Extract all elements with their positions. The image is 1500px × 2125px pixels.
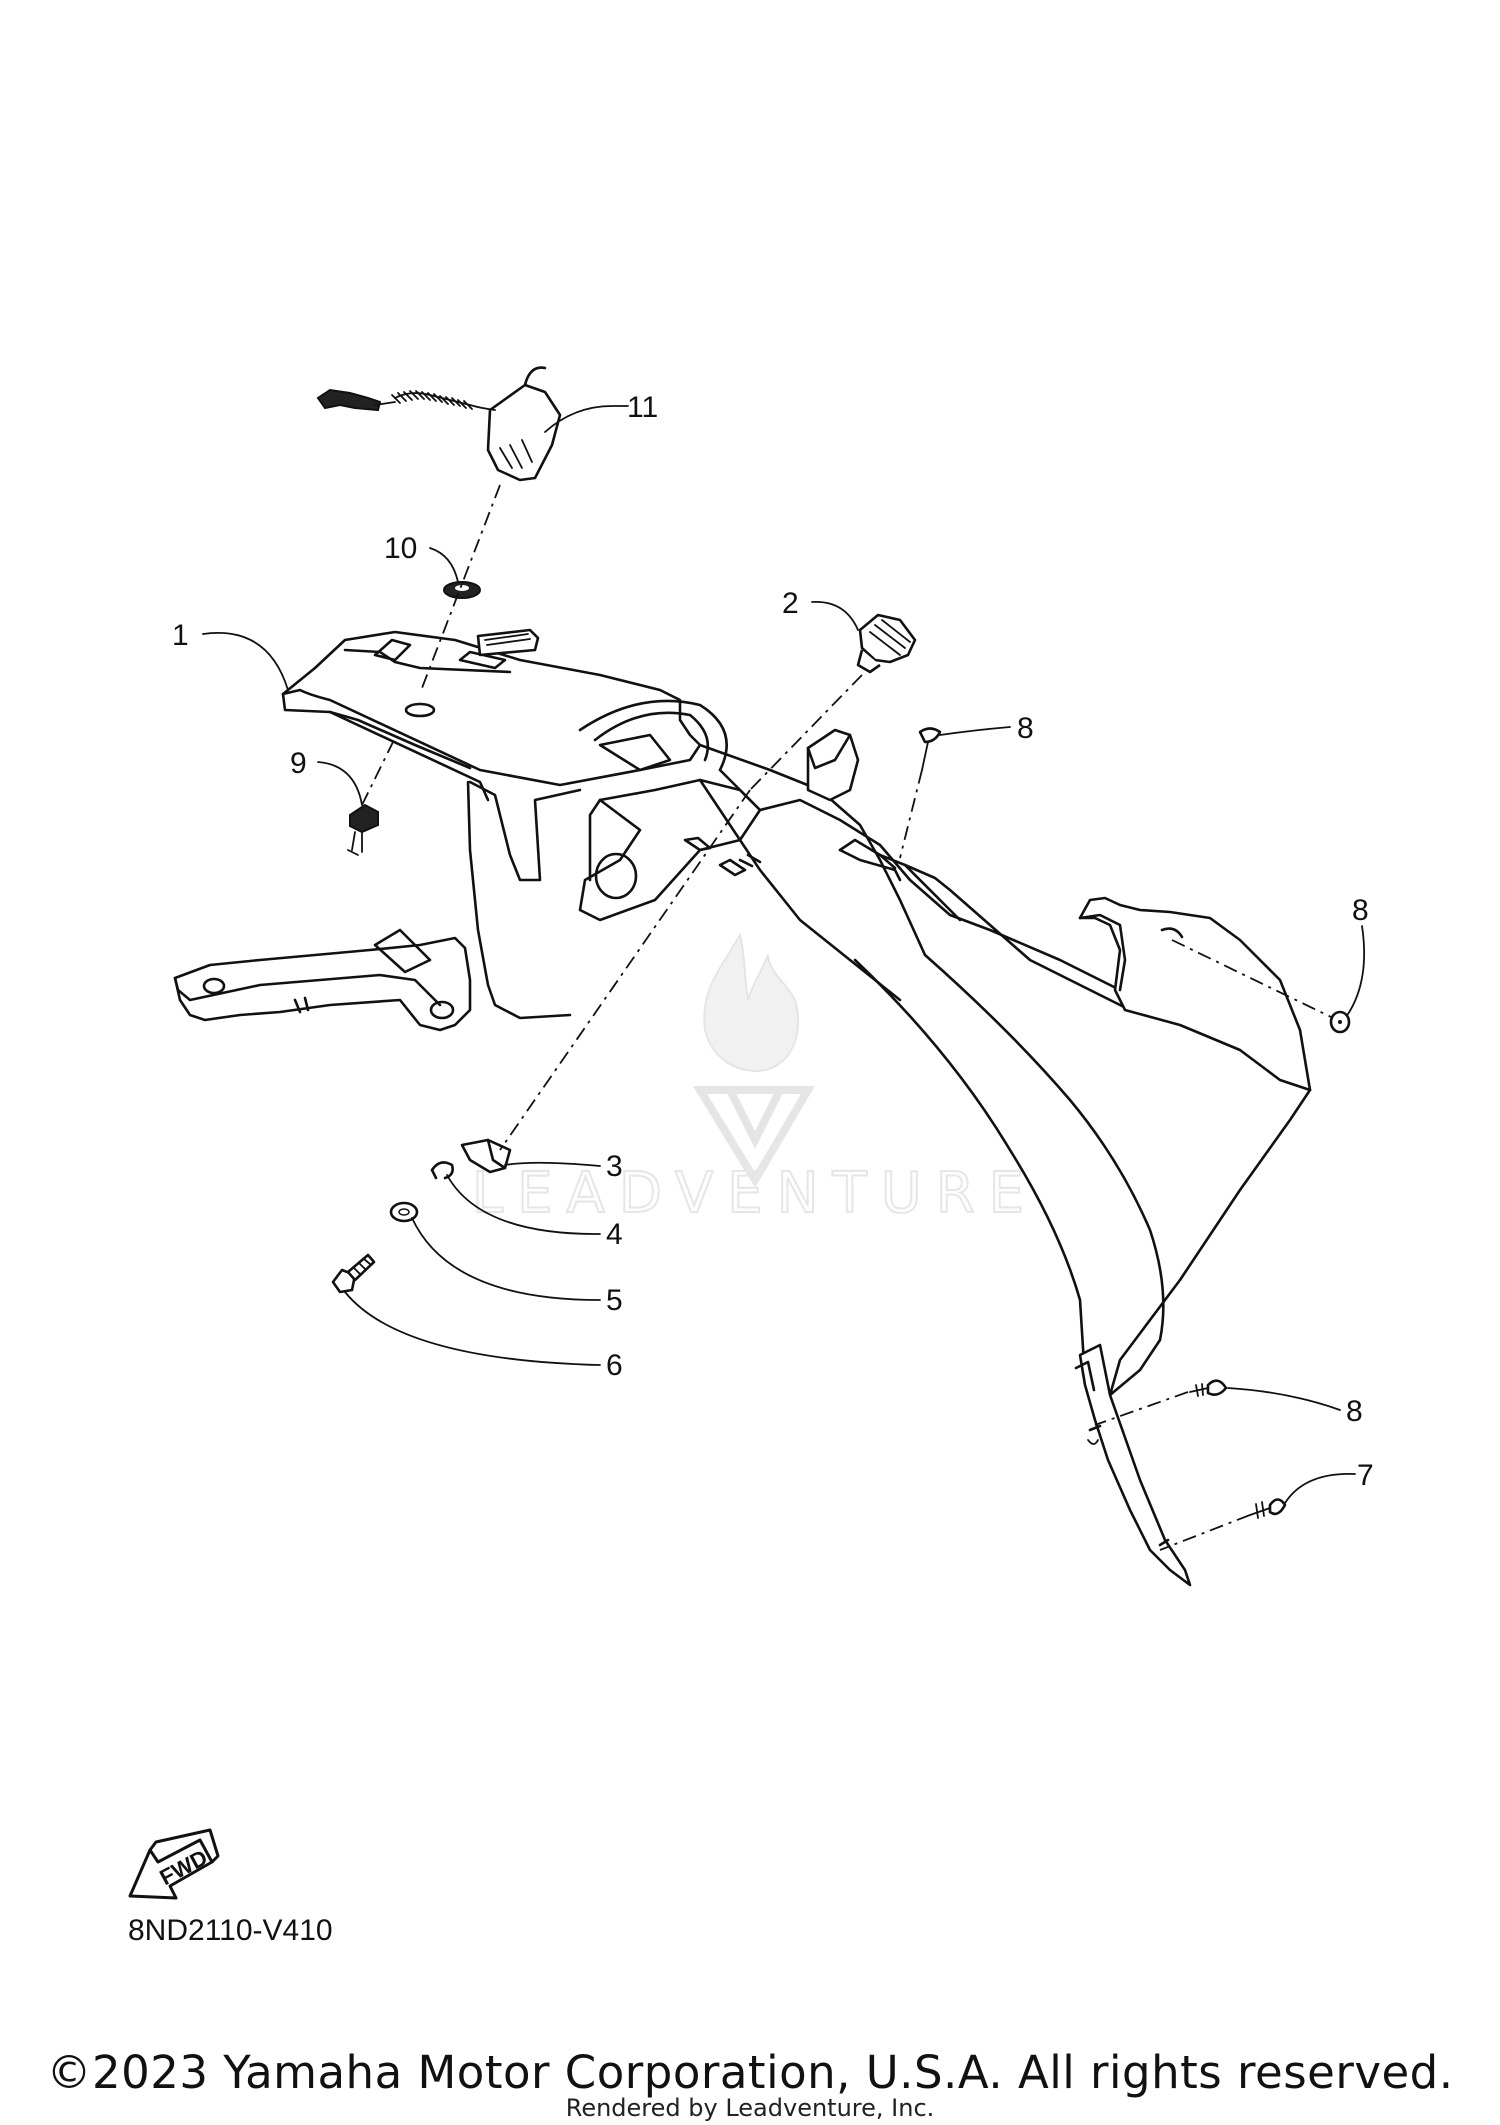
leader-5: [411, 1217, 601, 1301]
callout-6: 6: [606, 1349, 623, 1382]
clip-part: [460, 1138, 512, 1174]
callout-7: 7: [1357, 1459, 1374, 1492]
fwd-arrow-icon: FWD: [128, 1828, 220, 1900]
leader-8a: [939, 726, 1011, 736]
leader-1: [202, 632, 289, 691]
pin-part: [1249, 1498, 1287, 1519]
circlip-part: [430, 1161, 454, 1180]
centerline-8a: [899, 769, 923, 859]
callout-4: 4: [606, 1218, 623, 1251]
cover-assembly: [173, 628, 1312, 1587]
callout-10: 10: [384, 532, 417, 565]
callout-8a: 8: [1017, 712, 1034, 745]
screw-part-b: [1329, 1010, 1351, 1034]
leader-8b: [1347, 925, 1365, 1015]
screw-part-a: [918, 727, 942, 771]
knob-part: [856, 613, 917, 674]
lanyard-key-part: [316, 366, 562, 482]
grommet-part: [443, 581, 481, 599]
rendered-by-notice: Rendered by Leadventure, Inc.: [565, 2094, 935, 2122]
leader-11: [544, 405, 629, 433]
leader-10: [429, 547, 459, 583]
leader-8c: [1227, 1387, 1341, 1411]
switch-part: [347, 803, 379, 856]
diagram-code: 8ND2110-V410: [128, 1914, 333, 1947]
leadventure-logo-icon: [692, 932, 815, 1188]
leader-9: [317, 761, 363, 806]
callout-11: 11: [627, 391, 658, 424]
leader-6: [344, 1291, 601, 1366]
callout-8b: 8: [1352, 894, 1369, 927]
washer-part: [389, 1201, 419, 1223]
leader-2: [811, 601, 859, 631]
callout-5: 5: [606, 1284, 623, 1317]
centerline-9: [361, 741, 394, 806]
leader-7: [1284, 1473, 1356, 1504]
leader-3: [504, 1161, 601, 1167]
centerline-7: [1159, 1514, 1251, 1551]
centerline-11-10: [421, 484, 501, 689]
callout-3: 3: [606, 1150, 623, 1183]
callout-2: 2: [782, 587, 799, 620]
screw-part-c: [1189, 1379, 1228, 1397]
bolt-part: [331, 1253, 376, 1294]
copyright-notice: ©2023 Yamaha Motor Corporation, U.S.A. A…: [46, 2046, 1454, 2099]
callout-8c: 8: [1346, 1395, 1363, 1428]
centerline-2: [749, 674, 863, 791]
watermark-text: LEADVENTURE: [472, 1161, 1038, 1226]
centerline-8c: [1094, 1391, 1189, 1426]
callout-1: 1: [172, 619, 189, 652]
centerline-8b: [1171, 939, 1334, 1019]
callout-9: 9: [290, 747, 307, 780]
leader-4: [446, 1174, 601, 1235]
